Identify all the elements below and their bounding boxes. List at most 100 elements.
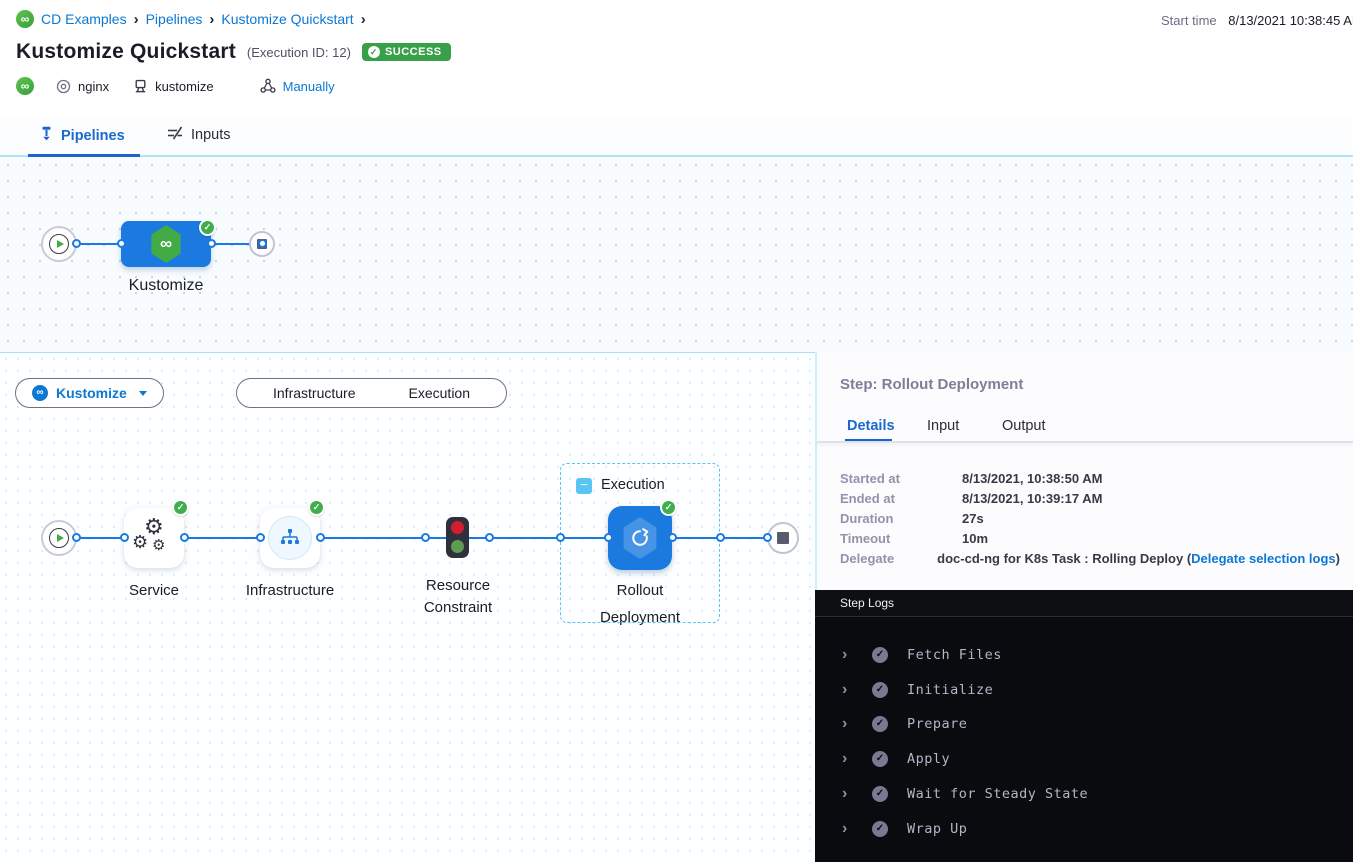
environment-icon — [133, 79, 148, 94]
detail-row-ended: Ended at 8/13/2021, 10:39:17 AM — [840, 488, 1340, 508]
execution-graph-canvas[interactable]: ∞ Kustomize Infrastructure Execution − E… — [0, 353, 815, 862]
success-check-icon: ✓ — [199, 219, 216, 236]
delegate-selection-logs-link[interactable]: Delegate selection logs — [1191, 550, 1336, 566]
check-circle-icon: ✓ — [872, 786, 888, 802]
step-node-rollout-deployment[interactable] — [608, 506, 672, 570]
chevron-down-icon — [138, 390, 147, 396]
harness-cd-icon: ∞ — [16, 77, 34, 95]
gear-icon: ⚙ — [144, 514, 164, 539]
toggle-infrastructure[interactable]: Infrastructure — [273, 385, 356, 401]
tab-inputs-label: Inputs — [191, 127, 231, 143]
tab-inputs[interactable]: Inputs — [167, 126, 231, 144]
pipelines-icon — [40, 126, 53, 145]
detail-value: 27s — [962, 510, 984, 526]
step-label-rollout: Rollout — [616, 582, 664, 599]
breadcrumb-separator: › — [209, 10, 215, 28]
stage-node-label: Kustomize — [128, 277, 204, 294]
chevron-right-icon[interactable]: › — [842, 750, 848, 767]
service-name: nginx — [78, 78, 110, 94]
top-tab-bar: Pipelines Inputs — [0, 117, 1353, 157]
status-badge: ✓ SUCCESS — [361, 43, 451, 61]
detail-row-timeout: Timeout 10m — [840, 528, 1340, 548]
stage-node-kustomize[interactable]: ∞ — [121, 221, 211, 267]
rollout-hexagon — [623, 517, 657, 559]
step-detail-rows: Started at 8/13/2021, 10:38:50 AM Ended … — [840, 468, 1340, 568]
chevron-right-icon[interactable]: › — [842, 785, 848, 802]
connector-dot — [485, 533, 494, 542]
page-title: Kustomize Quickstart — [16, 40, 236, 63]
step-logs-header: Step Logs — [815, 590, 1353, 617]
harness-cd-icon: ∞ — [32, 385, 48, 401]
gear-icon: ⚙ — [132, 532, 149, 552]
breadcrumb: ∞ CD Examples › Pipelines › Kustomize Qu… — [16, 10, 366, 28]
step-node-resource-constraint[interactable] — [446, 517, 469, 558]
connector-dot — [256, 533, 265, 542]
success-check-icon: ✓ — [660, 499, 677, 516]
toggle-execution[interactable]: Execution — [408, 385, 470, 401]
log-section-label: Apply — [907, 751, 951, 767]
detail-label: Timeout — [840, 530, 891, 546]
chevron-right-icon[interactable]: › — [842, 715, 848, 732]
tab-input[interactable]: Input — [927, 418, 960, 434]
chevron-right-icon[interactable]: › — [842, 646, 848, 663]
breadcrumb-pipelines[interactable]: Pipelines — [145, 11, 203, 27]
play-icon — [49, 528, 69, 548]
log-section-label: Wait for Steady State — [907, 786, 1089, 802]
step-label-resource: Resource — [425, 577, 491, 594]
chevron-right-icon[interactable]: › — [842, 820, 848, 837]
detail-value: doc-cd-ng for K8s Task : Rolling Deploy … — [937, 551, 1340, 566]
tab-details[interactable]: Details — [847, 418, 895, 434]
connector-dot — [180, 533, 189, 542]
connector-dot — [556, 533, 565, 542]
service-icon — [56, 79, 71, 94]
connector-dot — [716, 533, 725, 542]
detail-row-delegate: Delegate doc-cd-ng for K8s Task : Rollin… — [840, 548, 1340, 568]
gear-icon: ⚙ — [152, 537, 166, 554]
check-circle-icon: ✓ — [872, 647, 888, 663]
step-node-service[interactable]: ⚙ ⚙ ⚙ — [124, 508, 184, 568]
connector-dot — [668, 533, 677, 542]
detail-row-started: Started at 8/13/2021, 10:38:50 AM — [840, 468, 1340, 488]
stage-selector-label: Kustomize — [56, 385, 127, 401]
connector-dot — [117, 239, 126, 248]
detail-row-duration: Duration 27s — [840, 508, 1340, 528]
active-tab-underline — [845, 439, 892, 442]
traffic-light-green — [451, 540, 464, 553]
step-label-service: Service — [128, 582, 180, 599]
success-check-icon: ✓ — [172, 499, 189, 516]
trigger-link[interactable]: Manually — [282, 78, 335, 94]
breadcrumb-cd-examples[interactable]: CD Examples — [41, 11, 127, 27]
status-badge-label: SUCCESS — [384, 46, 442, 58]
stage-graph-canvas[interactable]: ∞ ✓ Kustomize — [0, 157, 1353, 353]
check-circle-icon: ✓ — [367, 46, 380, 58]
step-logs-panel[interactable]: Step Logs › ✓ Fetch Files › ✓ Initialize… — [815, 590, 1353, 862]
detail-label: Delegate — [840, 550, 895, 566]
check-circle-icon: ✓ — [872, 751, 888, 767]
execution-group-label: Execution — [601, 477, 665, 493]
tab-divider — [817, 441, 1353, 443]
step-node-infrastructure[interactable] — [260, 508, 320, 568]
breadcrumb-kustomize-quickstart[interactable]: Kustomize Quickstart — [221, 11, 354, 27]
stage-selector-dropdown[interactable]: ∞ Kustomize — [15, 378, 164, 408]
check-circle-icon: ✓ — [872, 716, 888, 732]
step-label-deployment: Deployment — [599, 609, 681, 626]
chevron-right-icon[interactable]: › — [842, 681, 848, 698]
tab-output[interactable]: Output — [1002, 418, 1046, 434]
log-section-label: Wrap Up — [907, 821, 968, 837]
connector-dot — [72, 533, 81, 542]
connector-dot — [72, 239, 81, 248]
check-circle-icon: ✓ — [872, 682, 888, 698]
tab-pipelines[interactable]: Pipelines — [40, 126, 125, 145]
detail-label: Started at — [840, 470, 900, 486]
delegate-text-suffix: ) — [1335, 550, 1340, 566]
delegate-text: doc-cd-ng for K8s Task : Rolling Deploy … — [937, 550, 1192, 566]
view-toggle: Infrastructure Execution — [236, 378, 507, 408]
trigger-icon — [260, 78, 276, 94]
collapse-group-icon[interactable]: − — [576, 478, 592, 494]
step-label-infrastructure: Infrastructure — [245, 582, 335, 599]
success-check-icon: ✓ — [308, 499, 325, 516]
start-time-value: 8/13/2021 10:38:45 AM — [1228, 13, 1353, 28]
log-section-label: Fetch Files — [907, 647, 1002, 663]
breadcrumb-separator: › — [133, 10, 139, 28]
step-logs-title: Step Logs — [840, 596, 895, 610]
